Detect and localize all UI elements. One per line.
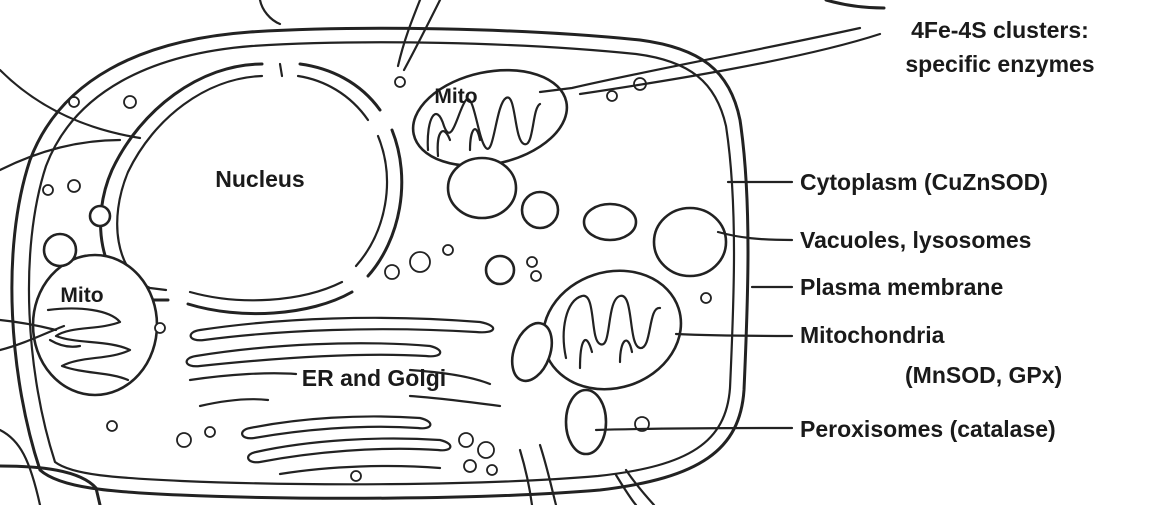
- mito-left-label: Mito: [60, 284, 103, 307]
- nucleus-label: Nucleus: [215, 166, 304, 192]
- mitochondria-label-line1: Mitochondria: [800, 322, 945, 348]
- fe-s-label-line1: 4Fe-4S clusters:: [911, 17, 1089, 43]
- mitochondrion-right: [528, 253, 697, 407]
- nucleus: Nucleus: [101, 64, 402, 314]
- mitochondria-label-line2: (MnSOD, GPx): [905, 362, 1062, 388]
- annotation-labels: 4Fe-4S clusters: specific enzymes Cytopl…: [800, 17, 1095, 442]
- cytoplasm-label: Cytoplasm (CuZnSOD): [800, 169, 1048, 195]
- plasma-membrane-label: Plasma membrane: [800, 274, 1003, 300]
- fe-s-label-line2: specific enzymes: [905, 51, 1094, 77]
- vacuoles-label: Vacuoles, lysosomes: [800, 227, 1031, 253]
- mitochondrion-left: Mito: [33, 255, 157, 395]
- er-golgi: ER and Golgi: [187, 318, 500, 474]
- peroxisomes-label: Peroxisomes (catalase): [800, 416, 1056, 442]
- er-golgi-label: ER and Golgi: [302, 365, 446, 391]
- mito-top-label: Mito: [434, 85, 477, 108]
